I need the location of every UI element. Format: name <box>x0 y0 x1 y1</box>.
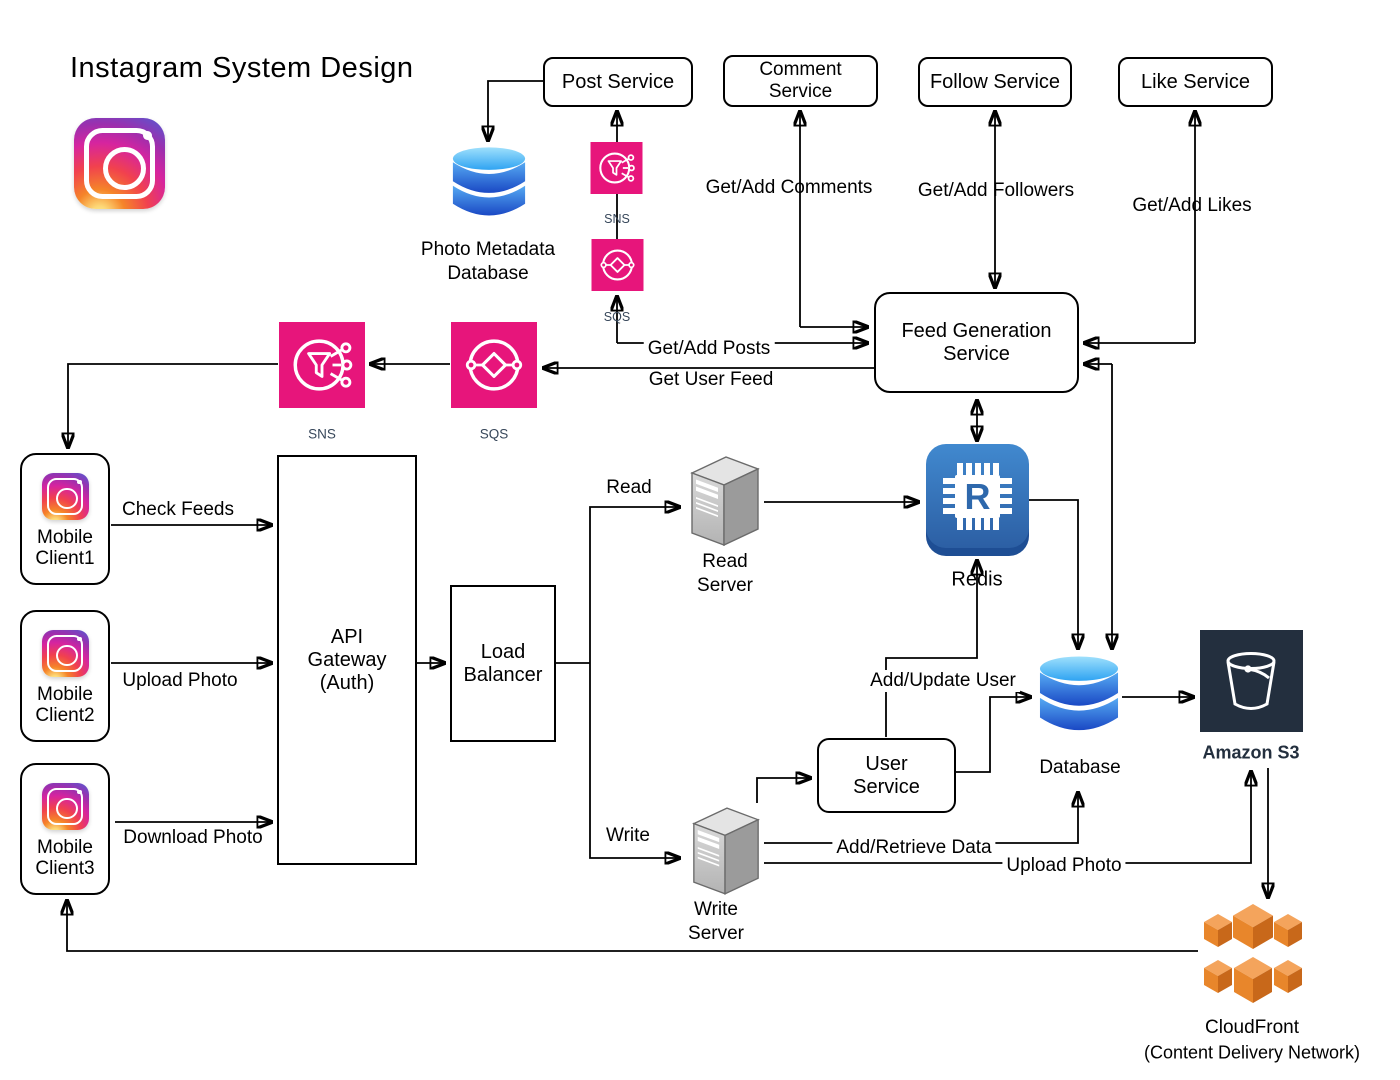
node-label: Like Service <box>1141 70 1250 93</box>
edge-label-download-photo: Download Photo <box>123 827 263 848</box>
node-feed-generation-service[interactable]: Feed Generation Service <box>874 292 1079 393</box>
edge-cloudfront-to-client3 <box>67 900 1198 952</box>
cloudfront-sublabel: (Content Delivery Network) <box>1143 1042 1361 1063</box>
node-label: Feed Generation Service <box>901 319 1052 365</box>
edge-label-check-feeds: Check Feeds <box>122 499 234 520</box>
edge-label-get-add-followers: Get/Add Followers <box>917 180 1075 201</box>
sns-small-icon[interactable] <box>590 142 643 194</box>
instagram-icon-dot <box>77 789 82 795</box>
node-label: Mobile Client2 <box>35 684 95 726</box>
instagram-icon-dot <box>77 636 82 642</box>
write-server-icon[interactable] <box>688 803 764 895</box>
sqs-icon[interactable] <box>451 322 537 408</box>
edge-upload-photo-s3 <box>764 771 1251 864</box>
instagram-logo <box>74 118 165 209</box>
amazon-s3-icon[interactable] <box>1200 630 1303 732</box>
node-like-service[interactable]: Like Service <box>1118 57 1273 107</box>
page-title: Instagram System Design <box>70 52 414 84</box>
edge-label-upload-photo-s3: Upload Photo <box>1002 855 1126 877</box>
cloudfront-label: CloudFront <box>1205 1017 1299 1038</box>
redis-icon[interactable] <box>926 444 1029 556</box>
edge-sns-to-client1 <box>68 363 278 448</box>
node-user-service[interactable]: User Service <box>817 738 956 813</box>
edge-label-get-add-posts: Get/Add Posts <box>643 338 775 360</box>
edge-writeserver-to-userservice <box>756 778 811 803</box>
sqs-small-icon[interactable] <box>591 239 644 291</box>
node-follow-service[interactable]: Follow Service <box>918 57 1072 107</box>
node-label: Follow Service <box>929 70 1061 93</box>
cloudfront-icon[interactable] <box>1198 902 1308 1006</box>
edge-post-to-photodb <box>488 80 543 141</box>
edge-redis-to-database <box>1029 499 1078 649</box>
database-label: Database <box>1039 757 1121 778</box>
instagram-app-icon <box>41 473 89 520</box>
node-label: Post Service <box>561 70 675 93</box>
edge-read-branch <box>589 507 680 663</box>
node-load-balancer[interactable]: Load Balancer <box>450 585 556 742</box>
edge-label-add-retrieve-data: Add/Retrieve Data <box>832 837 996 859</box>
sns-small-label: SNS <box>604 212 630 226</box>
node-label: Load Balancer <box>463 640 543 686</box>
node-label: Comment Service <box>759 59 842 102</box>
redis-label: Redis <box>951 568 1003 591</box>
instagram-icon-dot <box>77 479 82 485</box>
read-server-icon[interactable] <box>686 452 764 546</box>
edge-label-get-user-feed: Get User Feed <box>644 369 778 391</box>
instagram-logo-dot <box>143 130 153 140</box>
edge-write-branch <box>589 663 680 858</box>
node-mobile-client1[interactable]: Mobile Client1 <box>20 453 110 585</box>
edge-label-get-add-likes: Get/Add Likes <box>1132 195 1252 216</box>
node-comment-service[interactable]: Comment Service <box>723 55 878 107</box>
instagram-app-icon <box>41 783 89 830</box>
edge-label-write: Write <box>606 825 650 846</box>
edge-label-upload-photo: Upload Photo <box>122 670 238 691</box>
sqs-label: SQS <box>479 426 509 442</box>
amazon-s3-label: Amazon S3 <box>1202 742 1300 763</box>
write-server-label: Write Server <box>688 899 744 944</box>
photo-metadata-database-label: Photo Metadata Database <box>420 239 556 284</box>
node-api-gateway[interactable]: API Gateway (Auth) <box>277 455 417 865</box>
sns-icon[interactable] <box>279 322 365 408</box>
node-label: Mobile Client3 <box>35 837 95 879</box>
node-mobile-client2[interactable]: Mobile Client2 <box>20 610 110 742</box>
node-label: Mobile Client1 <box>35 527 95 569</box>
sns-label: SNS <box>308 426 336 442</box>
edge-userservice-to-db <box>956 697 1031 773</box>
instagram-app-icon <box>41 630 89 677</box>
node-label: User Service <box>853 752 920 798</box>
node-mobile-client3[interactable]: Mobile Client3 <box>20 763 110 895</box>
edge-label-read: Read <box>606 477 652 498</box>
node-post-service[interactable]: Post Service <box>543 57 693 107</box>
node-label: API Gateway (Auth) <box>307 625 387 694</box>
database-icon[interactable] <box>1037 655 1121 735</box>
read-server-label: Read Server <box>697 551 753 596</box>
edge-userservice-to-redis <box>885 560 977 737</box>
photo-metadata-database-icon[interactable] <box>450 146 528 220</box>
sqs-small-label: SQS <box>603 310 631 324</box>
edge-label-get-add-comments: Get/Add Comments <box>705 177 873 198</box>
edge-label-add-update-user: Add/Update User <box>866 670 1020 692</box>
